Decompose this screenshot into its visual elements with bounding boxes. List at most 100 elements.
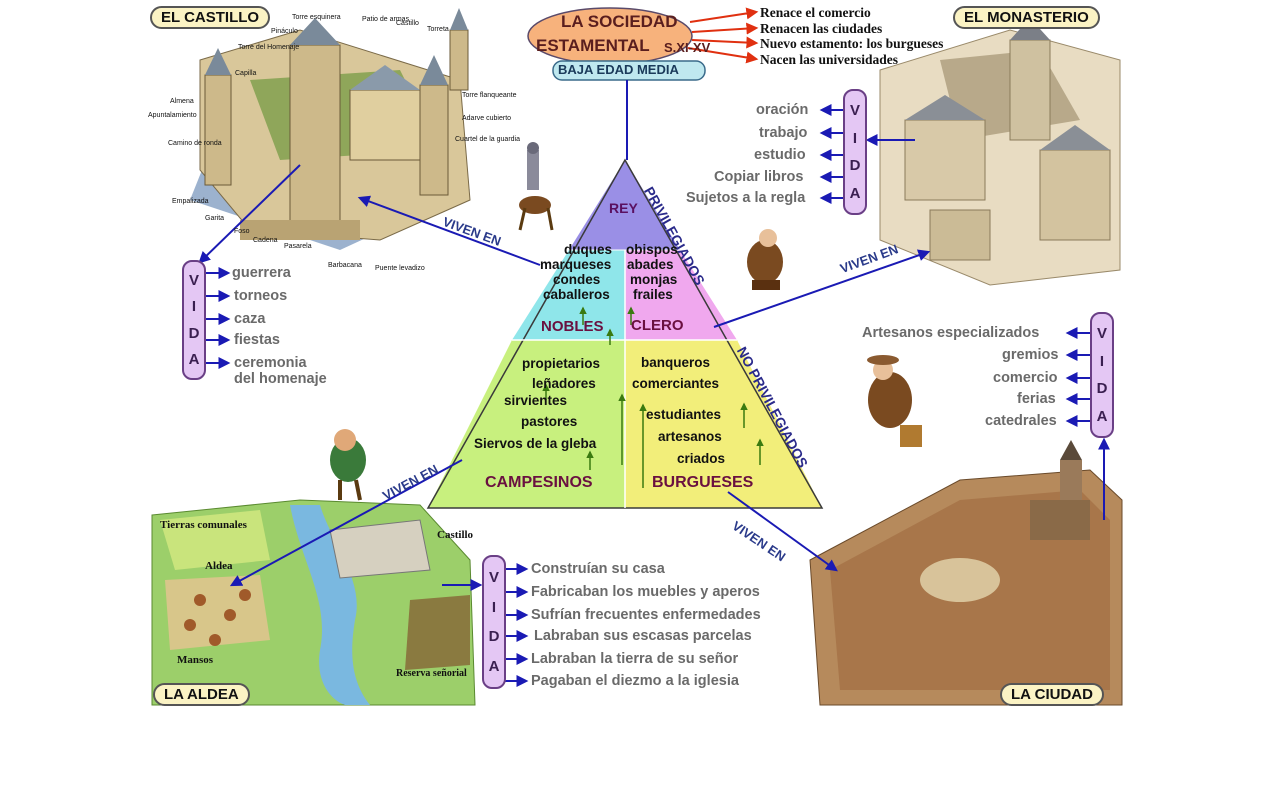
castle-part: Foso xyxy=(234,228,250,235)
castle-part: Torreta xyxy=(427,26,449,33)
pyramid-peasants-label: CAMPESINOS xyxy=(485,474,593,491)
city-life-item: ferias xyxy=(1017,391,1056,407)
vida-letter: D xyxy=(488,628,500,646)
village-life-item: Construían su casa xyxy=(531,561,665,577)
village-life-item: Labraban la tierra de su señor xyxy=(531,651,739,667)
castle-part: Capilla xyxy=(235,70,257,77)
castle-part: Cuartel de la guardia xyxy=(455,136,520,143)
city-life-item: Artesanos especializados xyxy=(862,325,1040,341)
castle-life-item: guerrera xyxy=(232,265,291,281)
peasant-type: leñadores xyxy=(532,376,596,391)
village-life-item: Pagaban el diezmo a la iglesia xyxy=(531,673,739,689)
city-illustration xyxy=(809,440,1123,706)
place-monastery-label: EL MONASTERIO xyxy=(953,6,1100,29)
pyramid-bourgeois-label: BURGUESES xyxy=(652,474,754,491)
period-pill: BAJA EDAD MEDIA xyxy=(558,62,679,77)
clergy-rank: frailes xyxy=(633,287,673,302)
peasant-type: Siervos de la gleba xyxy=(474,436,597,451)
castle-part: Castillo xyxy=(396,20,419,27)
knight-figure xyxy=(518,142,554,231)
castle-part: Barbacana xyxy=(328,262,362,269)
vida-letter: D xyxy=(188,324,200,342)
castle-part: Patio de armas xyxy=(362,16,410,23)
castle-illustration xyxy=(190,8,471,250)
monastery-life-item: Sujetos a la regla xyxy=(686,190,806,206)
place-village-label: LA ALDEA xyxy=(153,683,250,706)
title-era: S.XI-XV xyxy=(664,40,711,55)
vida-letter: I xyxy=(852,129,858,147)
village-map-label: Castillo xyxy=(437,529,474,541)
castle-part: Puente levadizo xyxy=(375,265,425,272)
monastery-life-item: trabajo xyxy=(759,125,808,141)
city-life-item: catedrales xyxy=(985,413,1057,429)
noble-rank: caballeros xyxy=(543,287,610,302)
vida-letter: A xyxy=(1096,408,1108,426)
clergy-rank: obispos xyxy=(626,242,678,257)
consequence-3: Nuevo estamento: los burgueses xyxy=(760,36,944,51)
clergy-rank: monjas xyxy=(630,272,678,287)
castle-life-item: ceremonia xyxy=(234,355,307,371)
peasant-type: propietarios xyxy=(522,356,601,371)
vida-letter: V xyxy=(849,101,860,119)
bourgeois-type: comerciantes xyxy=(632,376,720,391)
castle-part: Empalizada xyxy=(172,198,209,205)
vida-letter: A xyxy=(488,657,500,675)
clergy-rank: abades xyxy=(627,257,674,272)
village-map-label: Reserva señorial xyxy=(396,668,467,679)
vida-letter: V xyxy=(188,271,199,289)
village-map-label: Mansos xyxy=(177,654,214,666)
castle-part: Adarve cubierto xyxy=(462,115,512,122)
castle-part: Almena xyxy=(170,98,194,105)
castle-life-item: del homenaje xyxy=(234,371,327,387)
pyramid-nobles-label: NOBLES xyxy=(541,318,604,335)
castle-life-item: caza xyxy=(234,311,266,327)
noble-rank: marqueses xyxy=(540,257,612,272)
vida-monastery: V I D A xyxy=(843,89,867,215)
vida-letter: V xyxy=(488,569,499,587)
monk-figure xyxy=(747,229,783,290)
monastery-life-item: Copiar libros xyxy=(714,169,804,185)
bourgeois-type: criados xyxy=(677,451,726,466)
vida-letter: D xyxy=(1096,380,1108,398)
castle-part: Torre esquinera xyxy=(292,14,341,21)
village-life-item: Labraban sus escasas parcelas xyxy=(534,628,752,644)
city-life-item: comercio xyxy=(993,370,1058,386)
vida-letter: I xyxy=(491,598,497,616)
peasant-figure xyxy=(330,429,366,501)
village-map-label: Aldea xyxy=(205,560,233,572)
village-life-item: Sufrían frecuentes enfermedades xyxy=(531,607,761,623)
vida-city: V I D A xyxy=(1090,312,1114,438)
monastery-life-item: oración xyxy=(756,102,809,118)
castle-life-item: torneos xyxy=(234,288,288,304)
artisan-figure xyxy=(867,355,922,447)
place-city-label: LA CIUDAD xyxy=(1000,683,1104,706)
castle-part: Garita xyxy=(205,215,225,222)
vida-castle: V I D A xyxy=(182,260,206,380)
monastery-illustration xyxy=(879,18,1121,286)
vida-letter: A xyxy=(849,185,861,203)
castle-part: Torre del Homenaje xyxy=(238,44,300,51)
period-pill-bg xyxy=(552,60,706,81)
noble-rank: duques xyxy=(564,242,613,257)
peasant-type: pastores xyxy=(521,414,578,429)
bourgeois-type: banqueros xyxy=(641,355,711,370)
pyramid-clergy-label: CLERO xyxy=(631,317,684,334)
vida-letter: D xyxy=(849,157,861,175)
vida-letter: I xyxy=(1099,352,1105,370)
consequence-2: Renacen las ciudades xyxy=(760,21,883,36)
city-life-item: gremios xyxy=(1002,347,1059,363)
village-life-item: Fabricaban los muebles y aperos xyxy=(531,584,760,600)
vida-village: V I D A xyxy=(482,555,506,689)
consequence-1: Renace el comercio xyxy=(760,5,871,20)
title-line1: LA SOCIEDAD xyxy=(561,12,678,31)
noble-rank: condes xyxy=(553,272,601,287)
castle-part: Torre flanqueante xyxy=(462,92,517,99)
monastery-life-item: estudio xyxy=(754,147,806,163)
castle-part: Cadena xyxy=(253,237,278,244)
consequence-4: Nacen las universidades xyxy=(760,52,899,67)
peasant-type: sirvientes xyxy=(504,393,568,408)
vida-letter: A xyxy=(188,351,200,369)
social-pyramid xyxy=(426,158,824,509)
